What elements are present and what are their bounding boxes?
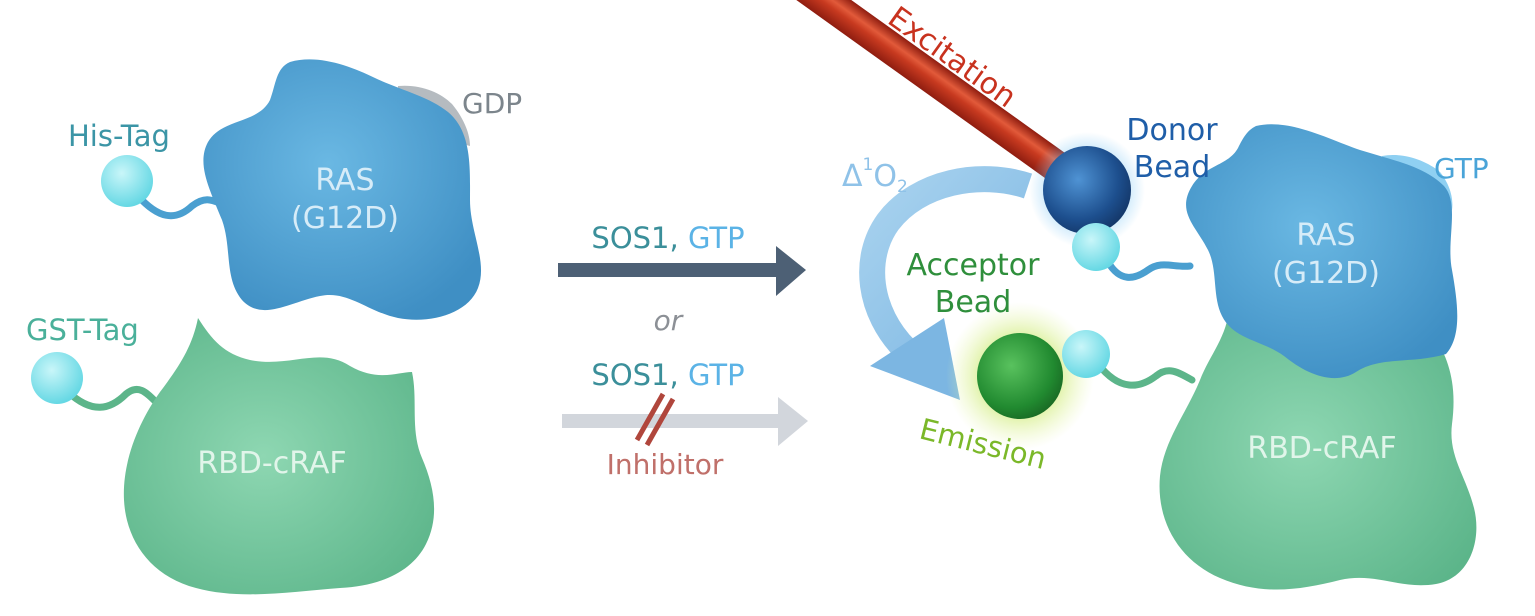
- right-rbd-craf-shape: [1159, 302, 1477, 590]
- inhibitor-label: Inhibitor: [607, 448, 724, 481]
- acceptor-bead-label-line2: Bead: [935, 285, 1011, 320]
- gst-tag-sphere: [31, 352, 83, 404]
- his-tag-label: His-Tag: [68, 119, 170, 153]
- rbd-craf-shape: [123, 318, 435, 595]
- acceptor-bead-label-line1: Acceptor: [907, 248, 1041, 283]
- donor-bead-label-line2: Bead: [1134, 150, 1210, 185]
- left-rbd-group: GST-Tag RBD-cRAF: [26, 313, 435, 595]
- excitation-laser-beam: [792, 0, 1096, 201]
- right-rbd-craf-label: RBD-cRAF: [1247, 431, 1396, 466]
- top-gtp-text: GTP: [688, 221, 745, 255]
- or-label: or: [654, 304, 684, 337]
- right-ras-label-line1: RAS: [1296, 218, 1355, 253]
- top-arrow-shaft: [558, 263, 780, 277]
- bottom-comma-text: ,: [670, 358, 688, 392]
- gst-tag-linker: [64, 386, 160, 411]
- donor-bead-label-line1: Donor: [1126, 113, 1218, 148]
- inhibitor-block-mark-1: [634, 392, 666, 442]
- top-arrow-head: [776, 246, 806, 296]
- ras-protein-shape: [203, 59, 482, 320]
- top-reagents-label: SOS1, GTP: [591, 221, 744, 255]
- singlet-oxygen-arrow-group: Δ1O2: [842, 155, 1033, 400]
- his-tag-linker: [134, 192, 226, 220]
- donor-tag-linker: [1104, 258, 1194, 281]
- ras-label-line1: RAS: [315, 163, 374, 198]
- top-sos1-text: SOS1: [591, 221, 669, 255]
- singlet-oxygen-delta: Δ: [842, 159, 863, 194]
- his-tag-sphere: [101, 155, 153, 207]
- ras-label-line2: (G12D): [291, 201, 399, 236]
- bottom-arrow-head: [778, 397, 808, 446]
- inhibitor-block-mark-2: [644, 397, 676, 447]
- gdp-label: GDP: [462, 87, 522, 120]
- bottom-arrow-shaft: [562, 414, 782, 428]
- acceptor-tag-sphere: [1062, 330, 1110, 378]
- singlet-oxygen-sup: 1: [863, 155, 874, 175]
- right-gtp-label: GTP: [1434, 152, 1489, 185]
- rbd-craf-label: RBD-cRAF: [197, 446, 346, 481]
- bottom-gtp-text: GTP: [688, 358, 745, 392]
- top-reaction-arrow-group: SOS1, GTP: [558, 221, 806, 296]
- gst-tag-label: GST-Tag: [26, 313, 139, 347]
- right-ras-label-line2: (G12D): [1272, 256, 1380, 291]
- acceptor-bead: [977, 333, 1063, 419]
- acceptor-bead-group: Acceptor Bead Emission: [907, 248, 1110, 476]
- left-ras-group: RAS (G12D) GDP His-Tag: [68, 59, 522, 320]
- donor-tag-sphere: [1072, 223, 1120, 271]
- donor-bead: [1043, 146, 1131, 234]
- right-ras-group: RAS (G12D) GTP: [1186, 124, 1489, 379]
- singlet-oxygen-label: Δ1O2: [842, 155, 908, 197]
- right-ras-protein-shape: [1186, 124, 1458, 379]
- singlet-oxygen-curve: [859, 166, 1033, 360]
- singlet-oxygen-arrowhead: [870, 318, 960, 400]
- donor-bead-group: Donor Bead: [1029, 113, 1218, 271]
- acceptor-tag-linker: [1094, 360, 1196, 389]
- bottom-sos1-text: SOS1: [591, 358, 669, 392]
- singlet-oxygen-O: O: [873, 159, 897, 194]
- top-comma-text: ,: [670, 221, 688, 255]
- bottom-reagents-label: SOS1, GTP: [591, 358, 744, 392]
- bottom-reaction-arrow-group: SOS1, GTP Inhibitor: [562, 358, 808, 481]
- singlet-oxygen-sub: 2: [897, 177, 908, 197]
- right-rbd-group: RBD-cRAF: [1159, 302, 1477, 590]
